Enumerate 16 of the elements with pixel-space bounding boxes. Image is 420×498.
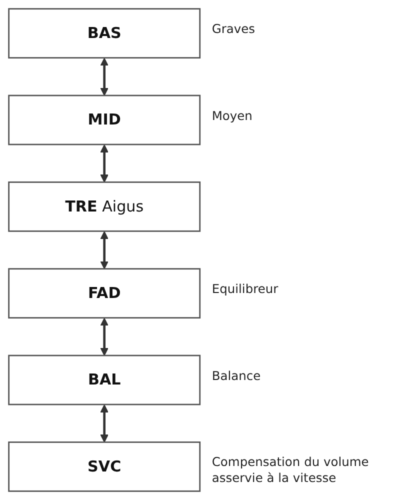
arrow — [100, 404, 108, 443]
node-box: FAD — [8, 268, 201, 319]
arrow — [100, 231, 108, 270]
arrow — [100, 318, 108, 356]
node-caption: Balance — [212, 368, 261, 384]
node-caption: Graves — [212, 22, 256, 38]
node-box: TRE Aigus — [8, 181, 201, 232]
arrow — [100, 144, 108, 183]
node-box: SVC — [8, 441, 201, 492]
node-box: MID — [8, 94, 201, 146]
node-caption: Moyen — [212, 108, 252, 124]
node-box: BAS — [8, 8, 201, 59]
node-caption: Compensation du volume asservie à la vitesse — [212, 455, 370, 486]
arrow — [100, 58, 108, 96]
node-caption: Equilibreur — [212, 282, 278, 298]
node-box: BAL — [8, 354, 201, 406]
